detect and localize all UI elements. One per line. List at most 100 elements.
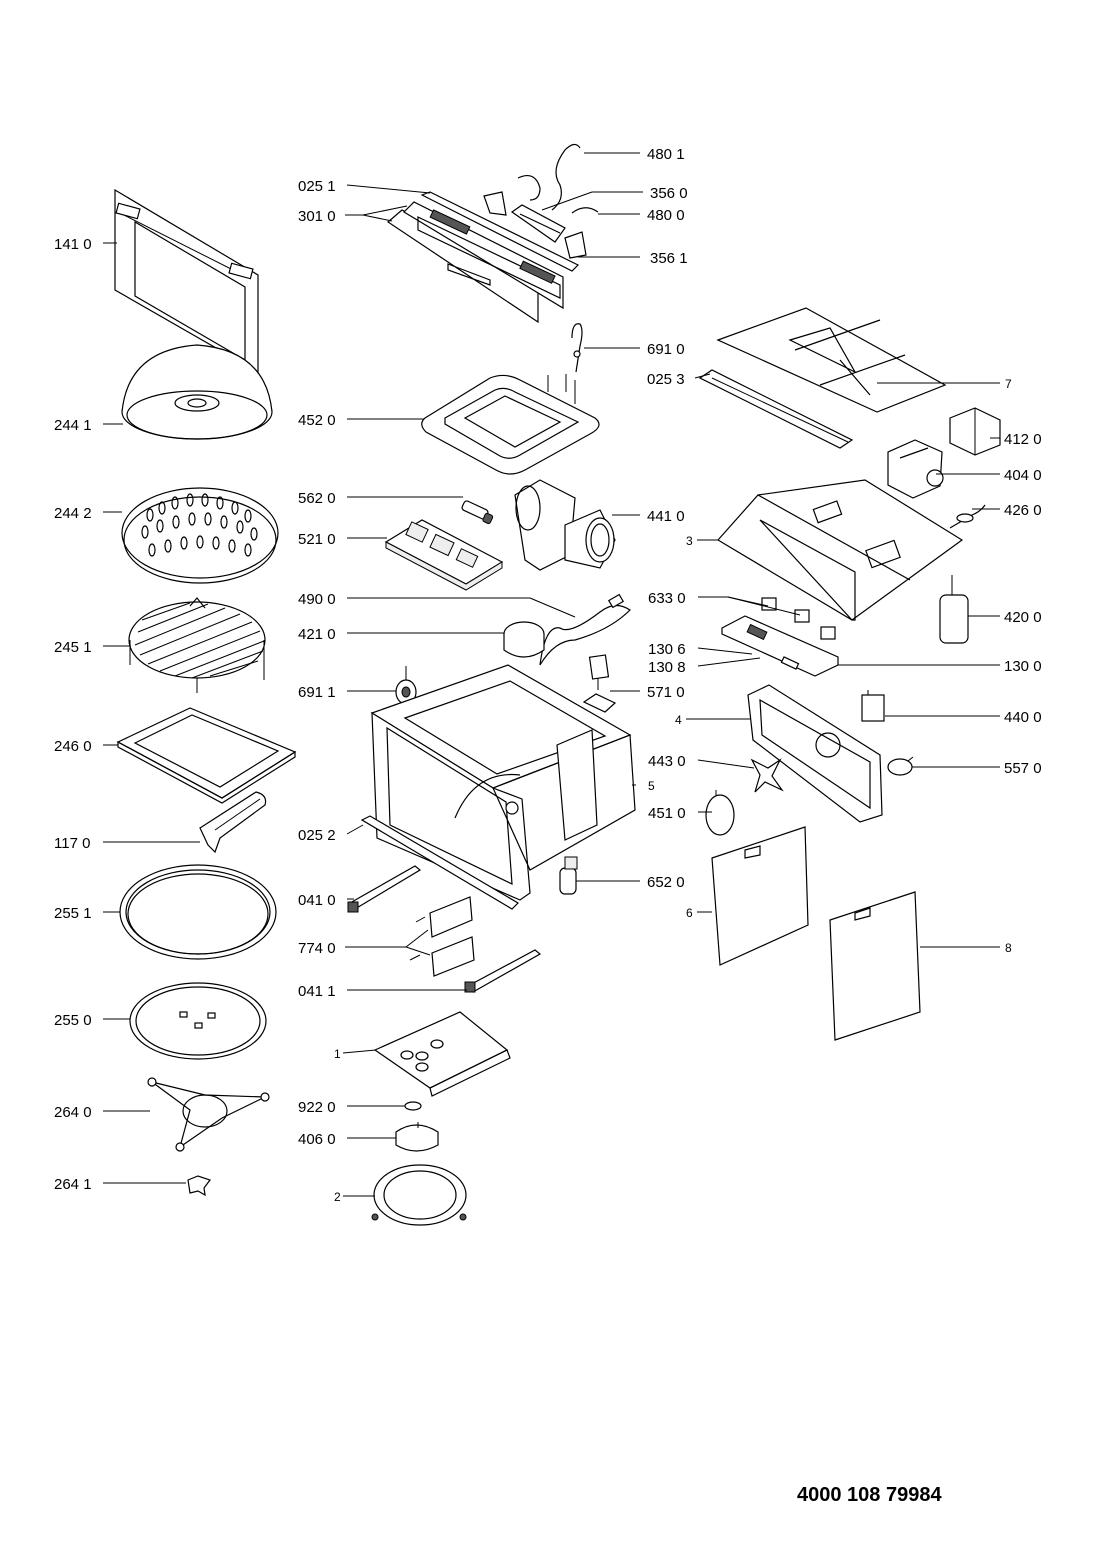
- label-130-0: 130 0: [1004, 658, 1042, 675]
- label-5: 5: [648, 779, 655, 793]
- part-grill-rack-245-1: [128, 597, 266, 693]
- part-control-board-521-0: [384, 519, 504, 591]
- leader-lines: [103, 152, 1000, 1197]
- part-motor-406-0: [395, 1122, 439, 1152]
- part-thermostat-557-0: [887, 756, 914, 776]
- part-power-cord-490-0: [539, 593, 631, 666]
- label-490-0: 490 0: [298, 591, 336, 608]
- label-244-2: 244 2: [54, 505, 92, 522]
- part-labels: 480 1 025 1 356 0 301 0 480 0 141 0 356 …: [54, 146, 1042, 1204]
- part-cavity-back-4: [747, 684, 883, 823]
- label-521-0: 521 0: [298, 531, 336, 548]
- label-255-1: 255 1: [54, 905, 92, 922]
- label-141-0: 141 0: [54, 236, 92, 253]
- label-130-8: 130 8: [648, 659, 686, 676]
- label-025-2: 025 2: [298, 827, 336, 844]
- label-421-0: 421 0: [298, 626, 336, 643]
- label-041-0: 041 0: [298, 892, 336, 909]
- part-display-module-356-0: [510, 204, 566, 243]
- label-255-0: 255 0: [54, 1012, 92, 1029]
- label-480-1: 480 1: [647, 146, 685, 163]
- label-452-0: 452 0: [298, 412, 336, 429]
- label-246-0: 246 0: [54, 738, 92, 755]
- part-fan-blade-443-0: [750, 758, 784, 793]
- part-roller-support-264-0: [147, 1077, 270, 1152]
- part-roller-ring-255-1: [119, 864, 277, 960]
- label-264-0: 264 0: [54, 1104, 92, 1121]
- part-cable-480-0: [571, 207, 599, 214]
- label-264-1: 264 1: [54, 1176, 92, 1193]
- label-441-0: 441 0: [647, 508, 685, 525]
- part-side-panel-8: [829, 891, 921, 1041]
- label-025-3: 025 3: [647, 371, 685, 388]
- part-switches-633-0: [761, 597, 836, 640]
- part-transformer-412-0: [949, 407, 1001, 456]
- label-1: 1: [334, 1047, 341, 1061]
- label-2: 2: [334, 1190, 341, 1204]
- part-lamp-691-0: [571, 323, 583, 373]
- label-440-0: 440 0: [1004, 709, 1042, 726]
- label-412-0: 412 0: [1004, 431, 1042, 448]
- part-heater-ring-451-0: [705, 790, 735, 836]
- part-strip-025-2: [360, 815, 519, 910]
- label-451-0: 451 0: [648, 805, 686, 822]
- part-crisp-plate-244-2: [121, 487, 279, 584]
- label-406-0: 406 0: [298, 1131, 336, 1148]
- label-774-0: 774 0: [298, 940, 336, 957]
- part-strip-025-3: [698, 369, 854, 449]
- label-652-0: 652 0: [647, 874, 685, 891]
- label-3: 3: [686, 534, 693, 548]
- part-switch-571-0: [582, 654, 617, 713]
- part-turntable-plate-255-0: [129, 982, 267, 1060]
- label-7: 7: [1005, 377, 1012, 391]
- part-baking-tray-246-0: [116, 707, 297, 804]
- part-slide-041-0: [347, 865, 422, 913]
- part-base-plate-1: [373, 1011, 511, 1097]
- label-404-0: 404 0: [1004, 467, 1042, 484]
- label-6: 6: [686, 906, 693, 920]
- part-side-panel-6: [711, 826, 809, 966]
- part-grill-element-452-0: [421, 374, 600, 475]
- label-4: 4: [675, 713, 682, 727]
- label-117-0: 117 0: [54, 835, 90, 852]
- document-number: 4000 108 79984: [797, 1484, 942, 1506]
- label-420-0: 420 0: [1004, 609, 1042, 626]
- label-8: 8: [1005, 941, 1012, 955]
- label-244-1: 244 1: [54, 417, 92, 434]
- part-capacitor-420-0: [939, 575, 969, 644]
- part-sensor-652-0: [559, 856, 578, 895]
- part-thermal-426-0: [949, 504, 986, 529]
- part-brackets-356-1: [483, 191, 587, 259]
- part-bracket-130-0: [721, 615, 839, 677]
- part-handle-117-0: [199, 791, 267, 854]
- part-dome-cover-244-1: [121, 344, 273, 440]
- part-lamp-holder-691-1: [395, 666, 417, 705]
- label-025-1: 025 1: [298, 178, 336, 195]
- part-brackets-774-0: [409, 896, 475, 977]
- label-426-0: 426 0: [1004, 502, 1042, 519]
- part-top-cover-7: [716, 307, 947, 413]
- label-691-1: 691 1: [298, 684, 336, 701]
- part-washer-922-0: [404, 1101, 422, 1111]
- label-562-0: 562 0: [298, 490, 336, 507]
- part-component-440-0: [861, 690, 885, 722]
- part-coupler-264-1: [187, 1175, 211, 1197]
- label-130-6: 130 6: [648, 641, 686, 658]
- part-chassis-3: [717, 479, 964, 621]
- part-fan-motor-441-0: [514, 479, 616, 571]
- part-cable-480-1: [517, 143, 581, 211]
- part-magnetron-404-0: [887, 439, 944, 499]
- label-301-0: 301 0: [298, 208, 336, 225]
- part-cavity-5: [370, 664, 636, 901]
- label-922-0: 922 0: [298, 1099, 336, 1116]
- label-571-0: 571 0: [647, 684, 685, 701]
- part-slide-041-1: [464, 949, 542, 993]
- label-245-1: 245 1: [54, 639, 92, 656]
- part-fuse-562-0: [461, 500, 494, 525]
- label-557-0: 557 0: [1004, 760, 1042, 777]
- label-356-0: 356 0: [650, 185, 688, 202]
- part-control-panel-301-0: [387, 191, 580, 324]
- part-ring-2: [371, 1164, 467, 1226]
- label-691-0: 691 0: [647, 341, 685, 358]
